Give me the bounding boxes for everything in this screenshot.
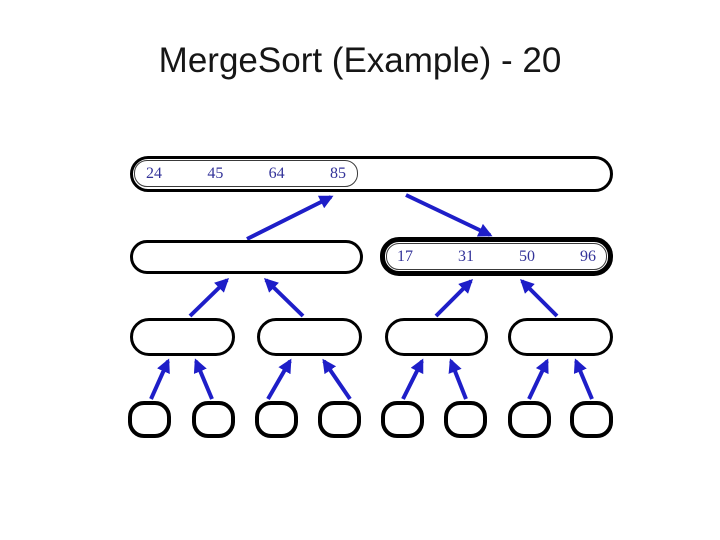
- arrow-leaf-3-to-l3-2: [266, 358, 292, 401]
- right-value-2: 31: [458, 247, 474, 265]
- slide-title: MergeSort (Example) - 20: [158, 41, 562, 80]
- tree-leaf-4-empty: [318, 401, 361, 438]
- tree-leaf-8-empty: [570, 401, 613, 438]
- arrow-leaf-5-to-l3-3: [401, 358, 424, 400]
- arrow-leaf-6-to-l3-3: [448, 358, 468, 400]
- tree-node-level2-right-sorted: 17 31 50 96: [380, 237, 613, 276]
- arrow-leaf-7-to-l3-4: [527, 358, 549, 400]
- arrow-l3-2-to-l2-left: [263, 278, 305, 318]
- tree-node-level3-3-empty: [385, 318, 488, 356]
- arrow-l3-3-to-l2-right: [434, 279, 473, 318]
- arrow-left-child-to-root-up: [246, 195, 334, 241]
- tree-leaf-3-empty: [255, 401, 298, 438]
- root-value-4: 85: [329, 164, 346, 182]
- tree-node-level3-4-empty: [508, 318, 613, 356]
- tree-leaf-1-empty: [128, 401, 171, 438]
- arrow-root-to-right-child-down: [405, 193, 493, 237]
- right-value-3: 50: [519, 247, 535, 265]
- tree-node-level3-2-empty: [257, 318, 362, 356]
- tree-node-root: 24 45 64 85: [130, 156, 613, 192]
- tree-node-level2-left-empty: [130, 240, 363, 274]
- arrow-leaf-2-to-l3-1: [193, 358, 214, 400]
- arrow-leaf-4-to-l3-2: [322, 358, 352, 401]
- arrow-l3-4-to-l2-right: [520, 279, 559, 318]
- arrow-leaf-1-to-l3-1: [149, 358, 170, 400]
- root-value-3: 64: [268, 164, 285, 182]
- tree-leaf-6-empty: [444, 401, 487, 438]
- tree-leaf-2-empty: [192, 401, 235, 438]
- tree-node-level3-1-empty: [130, 318, 235, 356]
- root-value-1: 24: [146, 164, 162, 182]
- root-merged-run-outline: 24 45 64 85: [134, 160, 358, 187]
- arrow-leaf-8-to-l3-4: [573, 358, 594, 400]
- tree-leaf-7-empty: [508, 401, 551, 438]
- arrow-l3-1-to-l2-left: [188, 278, 230, 318]
- right-sorted-run-outline: 17 31 50 96: [386, 243, 607, 270]
- root-value-2: 45: [207, 164, 224, 182]
- right-value-1: 17: [397, 247, 413, 265]
- right-value-4: 96: [580, 247, 596, 265]
- tree-leaf-5-empty: [381, 401, 424, 438]
